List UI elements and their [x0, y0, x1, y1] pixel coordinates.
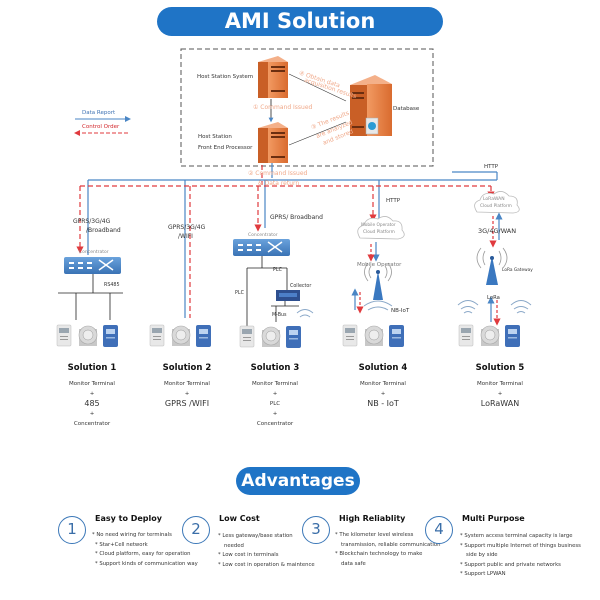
- gas-meter-icon: [103, 325, 118, 347]
- solution-4-description: Monitor Terminal+NB - IoT: [360, 381, 406, 408]
- advantage-4-points: * System access terminal capacity is lar…: [460, 533, 581, 577]
- collector-label: Collector: [290, 284, 312, 289]
- nbiot-label: NB-IoT: [391, 308, 410, 314]
- concentrator-label-1: Concentrator: [79, 250, 109, 255]
- gas-meter-icon: [505, 325, 520, 347]
- solution-1-title: Solution 1: [67, 363, 117, 373]
- electric-meter-icon: [239, 325, 255, 348]
- meter-group-solution-4: [342, 324, 404, 347]
- host-station-label: Host Station: [198, 134, 232, 140]
- electric-meter-icon: [56, 324, 72, 347]
- solution-2-title: Solution 2: [162, 363, 212, 373]
- database-label: Database: [393, 106, 420, 112]
- mobile-operator-label: Mobile Operator: [357, 262, 402, 268]
- lorawan-cloud-label-line2: Cloud Platform: [480, 204, 512, 209]
- advantage-1-title: Easy to Deploy: [95, 514, 162, 523]
- advantage-2-title: Low Cost: [219, 514, 260, 523]
- concentrator-icon-solution-1: [64, 257, 121, 274]
- meter-group-solution-2: [149, 324, 211, 347]
- step2-label-line1: ② Command Issued: [248, 170, 308, 177]
- legend-control-order-label: Control Order: [82, 124, 120, 130]
- page-title: AMI Solution: [157, 7, 443, 36]
- plc-label-top: PLC: [273, 268, 282, 273]
- server-icon-host-station-system: [258, 56, 288, 98]
- concentrator-icon-solution-3: [233, 239, 290, 256]
- advantages-title: Advantages: [236, 467, 360, 495]
- sol3-link-label: GPRS/ Broadband: [270, 214, 323, 221]
- solution-5-description: Monitor Terminal+LoRaWAN: [477, 381, 523, 408]
- solution-5-title: Solution 5: [475, 363, 525, 373]
- electric-meter-icon: [458, 324, 474, 347]
- lora-wifi-right-icon: [510, 300, 532, 314]
- database-server-icon: [350, 75, 392, 136]
- mobile-cloud-icon: [357, 216, 405, 240]
- sol2-link-label-line2: /WIFI: [178, 233, 193, 240]
- water-meter-icon: [364, 325, 384, 346]
- water-meter-icon: [171, 325, 191, 346]
- sol1-link-label-line1: GPRS/3G/4G: [73, 218, 111, 225]
- solution-2-description: Monitor Terminal+GPRS /WIFI: [164, 381, 210, 408]
- advantage-1-points: * No need wiring for terminals * Star+Ce…: [92, 532, 198, 567]
- http-mid-label: HTTP: [386, 198, 401, 204]
- solution-4-title: Solution 4: [358, 363, 408, 373]
- solution-3-description: Monitor Terminal+PLC+Concentrator: [252, 381, 298, 427]
- advantage-4-number: 4: [425, 516, 453, 544]
- electric-meter-icon: [342, 324, 358, 347]
- lora-gateway-icon: [476, 247, 508, 285]
- lora-link-label: 3G/4G/WAN: [478, 227, 517, 235]
- water-meter-icon: [261, 326, 281, 347]
- bus-data-report: [87, 163, 498, 318]
- solution-3-title: Solution 3: [250, 363, 300, 373]
- mobile-tower-icon: [363, 262, 393, 311]
- rs485-label: RS485: [104, 283, 120, 288]
- advantage-4-title: Multi Purpose: [462, 514, 525, 523]
- http-top-label: HTTP: [484, 164, 499, 170]
- server-icon-front-end-processor: [258, 122, 288, 163]
- host-station-system-label: Host Station System: [197, 74, 254, 80]
- advantage-3-points: * The kilometer level wireless transmiss…: [335, 532, 441, 567]
- meter-group-solution-1: [56, 324, 118, 347]
- lorawan-cloud-icon: [474, 191, 520, 214]
- step1-label: ① Command Issued: [253, 104, 313, 111]
- solution-1-description: Monitor Terminal+485+Concentrator: [69, 381, 115, 427]
- concentrator-label-3: Concentrator: [248, 233, 278, 238]
- advantage-2-points: * Less gateway/base station needed * Low…: [218, 533, 315, 568]
- meter-group-solution-3: [239, 325, 301, 348]
- legend-graphics: [74, 116, 131, 136]
- front-end-processor-label: Front End Processor: [198, 145, 253, 151]
- advantage-2-number: 2: [182, 516, 210, 544]
- sol2-link-label-line1: GPRS/3G/4G: [168, 224, 206, 231]
- lora-wifi-left-icon: [457, 300, 479, 314]
- mobile-cloud-label-line1: Mobile Operator: [361, 223, 396, 228]
- lora-gateway-label: LoRa Gateway: [502, 268, 533, 273]
- gas-meter-icon: [196, 325, 211, 347]
- solution-3-wifi-icon: [296, 309, 314, 318]
- plc-label-side: PLC: [235, 291, 244, 296]
- water-meter-icon: [78, 325, 98, 346]
- advantage-3-title: High Reliablity: [339, 514, 406, 523]
- ami-network-diagram: [56, 48, 532, 348]
- water-meter-icon: [480, 325, 500, 346]
- step2-label-line2: & Data return: [258, 180, 300, 187]
- mobile-cloud-label-line2: Cloud Platform: [363, 230, 395, 235]
- legend-data-report-label: Data Report: [82, 110, 116, 116]
- electric-meter-icon: [149, 324, 165, 347]
- gas-meter-icon: [389, 325, 404, 347]
- lorawan-cloud-label-line1: LoRaWAN: [483, 197, 505, 202]
- meter-group-solution-5: [458, 324, 520, 347]
- lora-label: LoRa: [487, 295, 500, 301]
- bus-control-order: [76, 165, 495, 318]
- advantage-3-number: 3: [302, 516, 330, 544]
- mbus-label: M-Bus: [272, 313, 287, 318]
- advantage-1-number: 1: [58, 516, 86, 544]
- collector-icon: [276, 290, 300, 301]
- gas-meter-icon: [286, 326, 301, 348]
- sol1-link-label-line2: /Broadband: [86, 227, 121, 234]
